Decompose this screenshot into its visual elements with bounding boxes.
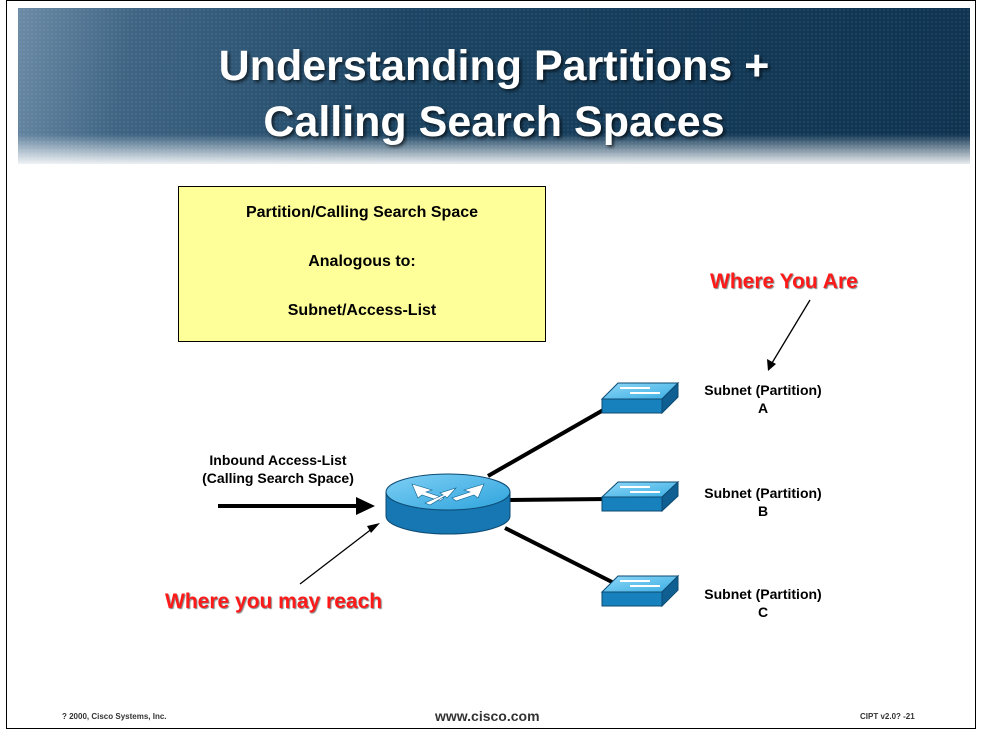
footer-course-id: CIPT v2.0? -21: [860, 712, 915, 721]
subnet-b-line-1: Subnet (Partition): [704, 485, 822, 501]
where-you-may-reach-callout: Where you may reach: [165, 590, 383, 613]
link-to-subnet-b: [507, 497, 609, 502]
inbound-line-1: Inbound Access-List: [209, 452, 347, 468]
where-you-may-reach-pointer: [299, 523, 380, 585]
title-line-2: Calling Search Spaces: [263, 98, 725, 146]
slide-title: Understanding Partitions + Calling Searc…: [18, 38, 970, 150]
note-line-1: Partition/Calling Search Space: [245, 204, 479, 221]
title-line-1: Understanding Partitions +: [218, 42, 770, 90]
inbound-arrow: [218, 497, 375, 515]
subnet-a-label: Subnet (Partition) A: [680, 381, 846, 417]
inbound-access-list-label: Inbound Access-List (Calling Search Spac…: [168, 451, 388, 487]
note-line-2: Analogous to:: [308, 253, 416, 270]
switch-icon-c: [600, 574, 680, 608]
where-you-are-callout: Where You Are: [710, 270, 858, 293]
link-to-subnet-c: [504, 526, 613, 584]
analogy-note-box: Partition/Calling Search Space Analogous…: [178, 186, 546, 342]
switch-icon-b: [600, 480, 680, 513]
subnet-a-line-2: A: [757, 400, 769, 416]
footer-copyright: ? 2000, Cisco Systems, Inc.: [62, 712, 167, 721]
where-you-are-pointer: [767, 299, 811, 371]
subnet-c-label: Subnet (Partition) C: [680, 585, 846, 621]
title-banner: Understanding Partitions + Calling Searc…: [18, 8, 970, 164]
subnet-b-label: Subnet (Partition) B: [680, 484, 846, 520]
inbound-line-2: (Calling Search Space): [202, 470, 354, 486]
subnet-c-line-1: Subnet (Partition): [704, 586, 822, 602]
subnet-b-line-2: B: [757, 503, 769, 519]
note-line-3: Subnet/Access-List: [287, 302, 437, 319]
subnet-c-line-2: C: [757, 604, 769, 620]
footer-url: www.cisco.com: [435, 708, 540, 724]
link-to-subnet-a: [487, 403, 613, 478]
subnet-a-line-1: Subnet (Partition): [704, 382, 822, 398]
switch-icon-a: [600, 381, 680, 415]
router-icon: [385, 473, 511, 535]
